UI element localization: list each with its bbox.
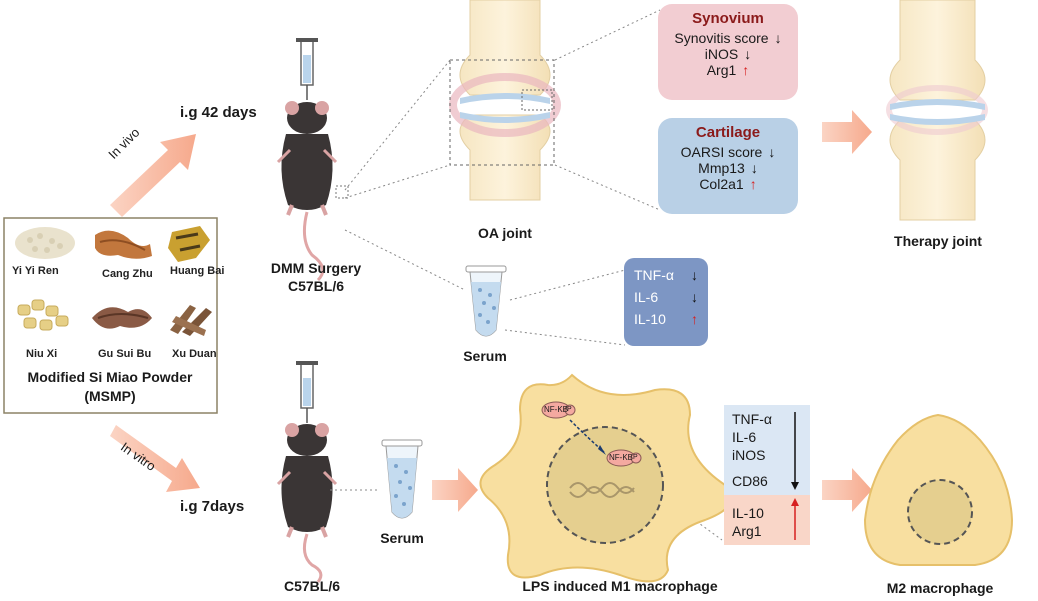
synovium-item-name: Synovitis score [674,30,769,46]
nfkb-label-cytoplasm: NF-KB [544,405,568,414]
mouse-top-illustration [276,38,349,282]
therapy-joint-illustration [886,0,988,221]
up-arrow-icon: ↑ [742,62,750,78]
synovium-title: Synovium [692,10,764,27]
serum-tube-bottom [381,439,423,519]
herb-gu-sui-bu-image [92,307,152,329]
oa-joint-illustration [449,0,561,201]
serum-item-name: IL-6 [634,289,659,305]
therapy-arrow [822,110,872,154]
m1-down-list: TNF-α IL-6 iNOS CD86 [732,410,772,490]
cartilage-box: Cartilage OARSI score ↓ Mmp13 ↓ Col2a1 ↑ [658,118,798,214]
serum-item-il10: IL-10 ↑ [624,311,708,327]
down-arrow-icon: ↓ [768,144,776,160]
msmp-title: Modified Si Miao Powder [27,369,193,385]
herb-label-cang-zhu: Cang Zhu [102,268,153,280]
nfkb-label-nucleus: NF-KB [609,453,633,462]
cartilage-item-mmp13: Mmp13 ↓ [658,160,798,176]
serum-item-name: TNF-α [634,267,674,283]
herb-niu-xi-image [17,299,69,331]
synovium-item-name: iNOS [704,46,739,62]
down-arrow-icon: ↓ [691,267,698,283]
serum-to-m1-arrow [432,468,478,512]
down-arrow-icon: ↓ [691,289,698,305]
msmp-abbr: (MSMP) [84,388,136,404]
m1-marker-box [724,405,810,545]
m1-up-item: Arg1 [732,523,762,539]
synovium-item-inos: iNOS ↓ [658,46,798,62]
herb-label-yi-yi-ren: Yi Yi Ren [12,265,59,277]
serum-bottom-label: Serum [380,530,424,546]
m1-down-item: IL-6 [732,429,757,445]
mouse-top-label-1: DMM Surgery [270,260,362,276]
m1-macrophage-cell [479,373,733,583]
mouse-top-label-2: C57BL/6 [287,278,345,294]
herb-huang-bai-image [168,226,210,262]
herb-label-huang-bai: Huang Bai [170,265,225,277]
mouse-bottom-illustration [276,361,338,583]
cartilage-item-oarsi: OARSI score ↓ [658,144,798,160]
down-arrow-icon: ↓ [744,46,752,62]
down-arrow-icon: ↓ [750,160,758,176]
serum-tube-top [465,265,507,337]
m1-down-item: TNF-α [732,411,772,427]
cartilage-title: Cartilage [695,124,761,141]
cartilage-item-name: Mmp13 [698,160,745,176]
herb-cang-zhu-image [95,230,152,259]
mouse-bottom-label: C57BL/6 [283,578,341,594]
m1-up-item: IL-10 [732,505,764,521]
serum-marker-box: TNF-α ↓ IL-6 ↓ IL-10 ↑ [624,258,708,346]
dose-vitro-label: i.g 7days [180,498,245,515]
serum-item-tnf: TNF-α ↓ [624,267,708,283]
synovium-box: Synovium Synovitis score ↓ iNOS ↓ Arg1 ↑ [658,4,798,100]
m1-up-list: IL-10 Arg1 [732,504,764,540]
m2-macrophage-cell [863,413,1014,566]
m1-label: LPS induced M1 macrophage [522,578,718,594]
herb-yi-yi-ren-image [15,227,75,259]
in-vitro-arrow [110,425,200,492]
herbs-panel [3,217,218,414]
down-arrow-icon: ↓ [774,30,782,46]
m2-label: M2 macrophage [886,580,994,596]
cartilage-item-name: Col2a1 [699,176,744,192]
dose-vivo-label: i.g 42 days [180,104,257,121]
p-label-nucleus: P [633,454,638,461]
serum-item-il6: IL-6 ↓ [624,289,708,305]
oa-joint-label: OA joint [478,225,532,241]
serum-top-label: Serum [463,348,507,364]
up-arrow-icon: ↑ [749,176,757,192]
cartilage-item-name: OARSI score [680,144,763,160]
in-vivo-arrow [110,134,196,217]
herb-label-niu-xi: Niu Xi [26,348,58,360]
m1-down-item: CD86 [732,473,768,489]
therapy-joint-label: Therapy joint [894,233,982,249]
herb-label-gu-sui-bu: Gu Sui Bu [98,348,152,360]
up-arrow-icon: ↑ [691,311,698,327]
synovium-item-name: Arg1 [706,62,737,78]
cartilage-item-col2a1: Col2a1 ↑ [658,176,798,192]
herb-xu-duan-image [170,305,212,336]
synovium-item-arg1: Arg1 ↑ [658,62,798,78]
p-label-cytoplasm: P [567,406,572,413]
m1-down-item: iNOS [732,447,766,463]
herb-label-xu-duan: Xu Duan [172,348,217,360]
m1-to-m2-arrow [822,468,872,512]
serum-item-name: IL-10 [634,311,666,327]
synovium-item-synovitis: Synovitis score ↓ [658,30,798,46]
